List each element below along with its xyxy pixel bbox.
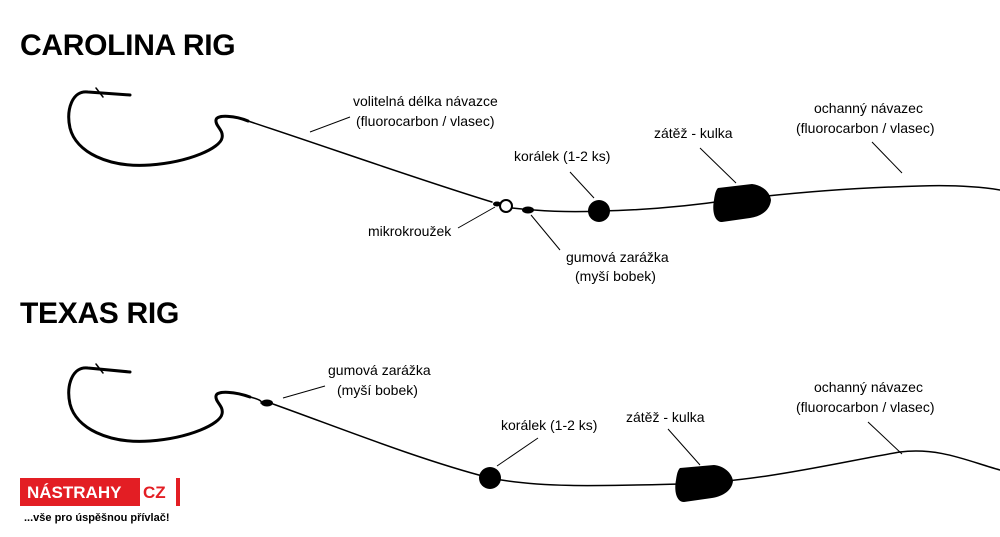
carolina-rig: CAROLINA RIG volitel [20,29,1000,284]
carolina-rig-title: CAROLINA RIG [20,29,235,62]
carolina-stopper-pointer [530,214,561,251]
texas-stopper-pointer [282,385,326,399]
logo-red-block [20,478,140,506]
carolina-mainline-label-2: (fluorocarbon / vlasec) [796,120,935,136]
texas-weight-pointer [667,428,701,466]
logo-slogan: ...vše pro úspěšnou přívlač! [24,512,170,524]
texas-weight-label: zátěž - kulka [626,409,705,425]
texas-bead-label: korálek (1-2 ks) [501,417,597,433]
texas-line [249,396,1000,487]
carolina-mainline-label-1: ochanný návazec [814,100,923,116]
carolina-mainline-pointer [871,141,903,174]
texas-weight-icon [675,465,733,502]
texas-stopper-icon [261,399,273,407]
carolina-leader-label-1: volitelná délka návazce [353,93,498,109]
carolina-stopper-label-1: gumová zarážka [566,249,669,265]
logo-white-block [140,478,176,506]
logo-suffix: CZ [143,483,166,502]
carolina-leader-line [247,120,493,203]
carolina-weight-label: zátěž - kulka [654,125,733,141]
carolina-swivel-pointer [457,206,496,229]
carolina-swivel-icon [493,199,513,213]
logo-end-bar [176,478,180,506]
carolina-bead-pointer [569,171,595,199]
carolina-weight-pointer [699,147,737,184]
nastrahy-logo: NÁSTRAHY CZ ...vše pro úspěšnou přívlač! [20,478,180,524]
carolina-leader-label-2: (fluorocarbon / vlasec) [356,113,495,129]
texas-rig: TEXAS RIG gumová zarážka (myší bobek) ko… [20,297,1000,502]
carolina-bead-icon [588,200,610,222]
texas-stopper-label-2: (myší bobek) [337,382,418,398]
logo-brand: NÁSTRAHY [27,483,122,502]
texas-mainline-label-1: ochanný návazec [814,379,923,395]
carolina-leader-pointer [309,116,351,133]
texas-stopper-label-1: gumová zarážka [328,362,431,378]
carolina-hook-icon [67,87,250,167]
carolina-stopper-label-2: (myší bobek) [575,268,656,284]
texas-rig-title: TEXAS RIG [20,297,179,330]
texas-hook-icon [67,363,252,443]
texas-bead-pointer [496,437,539,467]
carolina-stopper-icon [511,206,534,214]
carolina-weight-icon [713,184,771,222]
carolina-swivel-label: mikrokroužek [368,223,452,239]
texas-mainline-label-2: (fluorocarbon / vlasec) [796,399,935,415]
texas-mainline-pointer [867,421,903,455]
texas-bead-icon [479,467,501,489]
carolina-bead-label: korálek (1-2 ks) [514,148,610,164]
